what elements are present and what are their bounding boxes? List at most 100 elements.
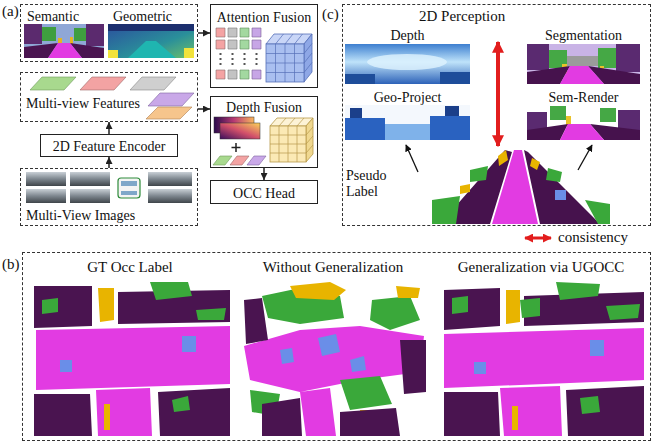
flow-arrow xyxy=(198,32,210,34)
projected-depth xyxy=(350,106,459,118)
vegetation-region xyxy=(42,27,86,41)
ego-car xyxy=(118,178,140,198)
pole-voxels xyxy=(290,282,420,424)
render-arrow xyxy=(578,145,592,170)
pole-voxels xyxy=(98,288,114,430)
camera-photo xyxy=(148,172,192,186)
camera-photo xyxy=(148,189,192,203)
road-region xyxy=(128,41,176,58)
geometric-image xyxy=(108,24,194,58)
image-panel: Depth xyxy=(345,26,470,84)
car-window xyxy=(121,181,137,195)
process-box: 2D Feature Encoder xyxy=(40,134,178,157)
node-label: Multi-view Features xyxy=(26,96,140,112)
car-voxels xyxy=(60,336,196,372)
vegetation-region xyxy=(550,106,616,122)
text-slot: OCC Head xyxy=(211,184,317,202)
flow-arrow xyxy=(198,108,210,110)
consistency-arrow xyxy=(496,42,500,146)
vegetation-voxels xyxy=(432,166,610,224)
image-panel: Geo-Project xyxy=(345,88,470,140)
projected-depth xyxy=(345,116,470,140)
camera-images xyxy=(26,172,192,203)
sky-region xyxy=(24,24,104,58)
segmentation-image xyxy=(527,44,640,84)
text-slot: Depth Fusion xyxy=(211,98,317,116)
dashed-panel: (b)GT Occ LabelWithout GeneralizationGen… xyxy=(22,252,651,441)
camera-photo xyxy=(26,172,66,186)
node-label: 2D Feature Encoder xyxy=(53,139,166,155)
near-region xyxy=(345,72,470,84)
text-slot: Semantic xyxy=(27,7,79,25)
feature-plane xyxy=(213,156,232,165)
cube-grid xyxy=(266,34,312,82)
semantic-image xyxy=(24,24,104,58)
camera-photo xyxy=(26,189,66,203)
text-slot: Pseudo Label xyxy=(346,168,402,200)
depth-field xyxy=(108,24,194,58)
node-label: Segmentation xyxy=(545,28,622,44)
sidewalk-region xyxy=(24,43,104,58)
legend-sample xyxy=(522,230,554,246)
text-slot: 2D Perception xyxy=(419,7,505,25)
attention-cubes xyxy=(216,28,312,82)
sidewalk-voxels xyxy=(34,286,230,436)
node-label: Depth Fusion xyxy=(226,100,302,116)
depth-field xyxy=(345,44,470,84)
vegetation-voxels xyxy=(250,288,420,416)
text-slot: 2D Feature Encoder xyxy=(41,137,177,155)
depth-image xyxy=(345,44,470,84)
node-label: Generalization via UGOCC xyxy=(458,259,625,276)
process-box: Attention Fusion xyxy=(210,4,318,88)
text-slot: (c) xyxy=(322,5,339,23)
road-region xyxy=(48,43,82,58)
node-label: OCC Head xyxy=(233,186,295,202)
sidewalk-voxels xyxy=(440,150,600,224)
panel-label: (b) xyxy=(2,256,20,273)
image-panel: Without Generalization xyxy=(236,256,430,438)
node-label: 2D Perception xyxy=(419,8,505,25)
camera-photo xyxy=(70,189,110,203)
projected-depth xyxy=(385,124,430,140)
geo-project-image xyxy=(345,105,470,140)
building-region xyxy=(24,24,104,46)
text-slot: Generalization via UGOCC xyxy=(434,258,648,276)
depth-fusion-figure xyxy=(213,117,313,165)
image-panel: Sem-Render xyxy=(527,88,640,140)
occupancy-ugocc xyxy=(444,282,644,436)
flow-arrow xyxy=(108,157,110,168)
text-slot: Without Generalization xyxy=(236,258,430,276)
car-voxels xyxy=(474,340,604,374)
feature-plane xyxy=(148,93,194,106)
feature-plane xyxy=(230,156,249,165)
node-label: Depth xyxy=(390,28,424,44)
sidewalk-voxels xyxy=(244,298,426,436)
panel-label: (a) xyxy=(2,3,19,20)
projection-arrow xyxy=(406,145,418,172)
legend-arrow xyxy=(525,236,551,239)
feature-plane xyxy=(247,156,266,165)
feature-plane xyxy=(80,77,126,90)
node-label: GT Occ Label xyxy=(87,259,173,276)
occupancy-without xyxy=(244,282,426,436)
vegetation-region xyxy=(549,48,616,68)
node-label: Multi-View Images xyxy=(26,208,135,224)
text-slot: Sem-Render xyxy=(527,88,640,106)
vegetation-voxels xyxy=(42,282,226,412)
car-voxels xyxy=(555,190,566,200)
text-slot: Multi-View Images xyxy=(26,206,135,224)
node-label: Geo-Project xyxy=(374,90,442,106)
node-label: Semantic xyxy=(27,9,79,25)
road-region xyxy=(560,66,604,84)
near-region xyxy=(108,48,194,58)
text-slot: Attention Fusion xyxy=(211,8,317,26)
text-slot: (a) xyxy=(2,2,19,20)
image-panel: Segmentation xyxy=(527,26,640,84)
node-label: Geometric xyxy=(113,9,172,25)
camera-photo xyxy=(70,172,110,186)
text-slot: Multi-view Features xyxy=(26,94,140,112)
sem-render-image xyxy=(527,106,640,140)
flow-arrow xyxy=(108,122,110,134)
sidewalk-region xyxy=(527,66,640,84)
